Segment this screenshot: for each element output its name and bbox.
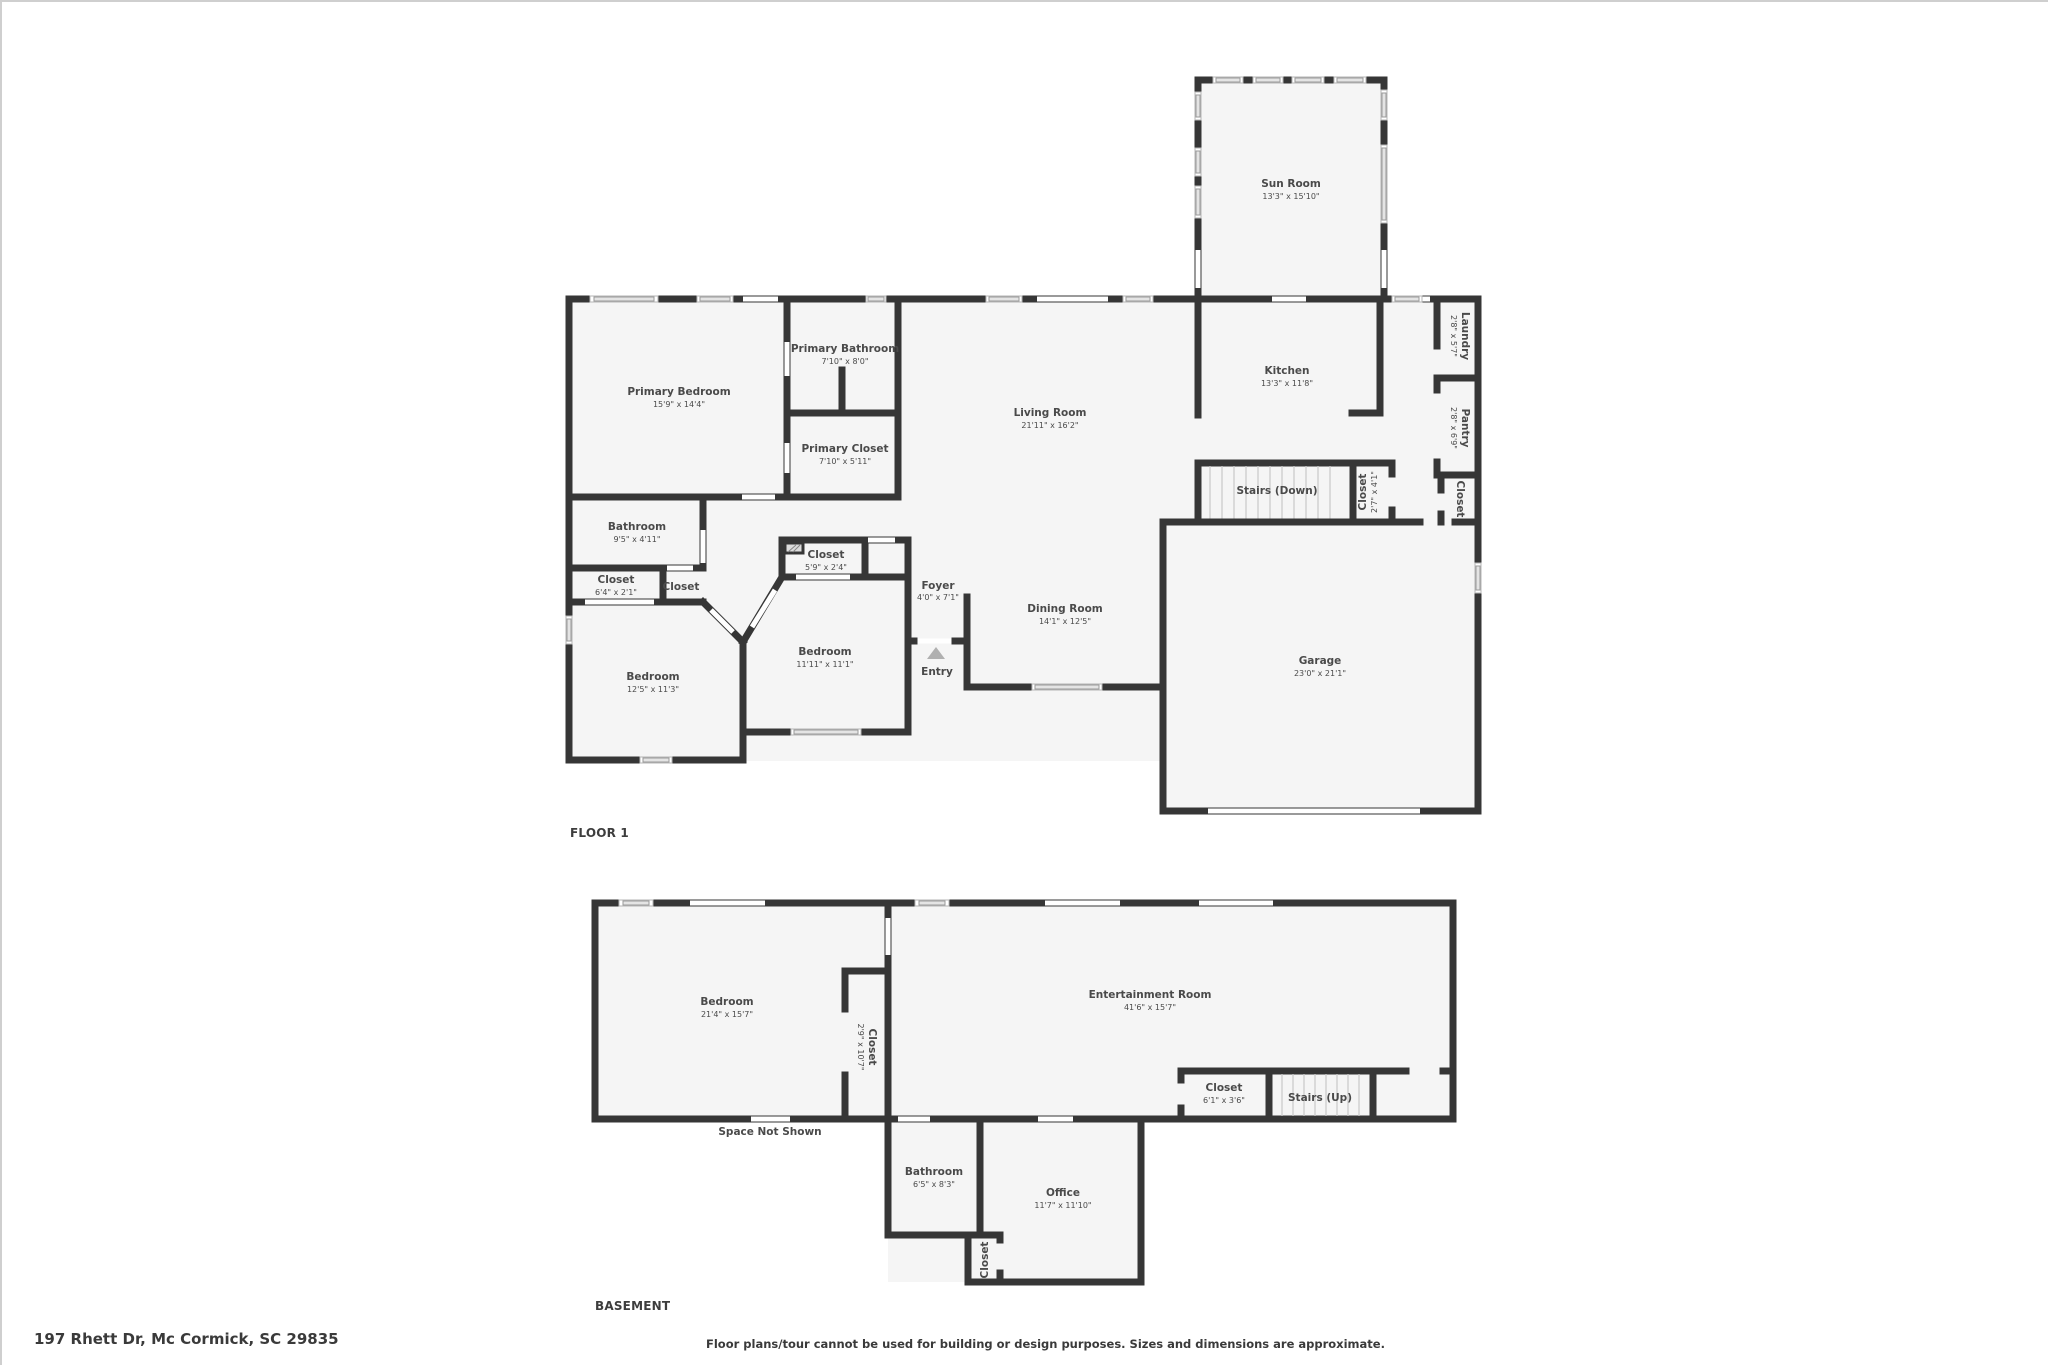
room-dims-kitchen: 13'3" x 11'8"	[1261, 379, 1313, 388]
room-name-living-room: Living Room	[1014, 407, 1087, 419]
room-name-garage: Garage	[1299, 655, 1342, 667]
room-name-entertainment-room: Entertainment Room	[1089, 989, 1212, 1001]
room-dims-garage: 23'0" x 21'1"	[1294, 669, 1346, 678]
floor-1-label: FLOOR 1	[570, 826, 629, 840]
room-dims-stair-closet: 2'7" x 4'1"	[1370, 471, 1379, 513]
room-name-kitchen: Kitchen	[1264, 365, 1309, 377]
room-name-basement-closet: Closet	[866, 1029, 878, 1066]
room-dims-bedroom-closet: 5'9" x 2'4"	[805, 563, 847, 572]
room-name-laundry: Laundry	[1459, 312, 1471, 360]
room-name-foyer: Foyer	[921, 580, 955, 592]
floor-1-plan	[565, 76, 1482, 815]
room-dims-sun-room: 13'3" x 15'10"	[1262, 192, 1319, 201]
room-name-stairs-up: Stairs (Up)	[1288, 1092, 1352, 1104]
room-dims-basement-bedroom: 21'4" x 15'7"	[701, 1010, 753, 1019]
room-name-primary-bedroom: Primary Bedroom	[627, 386, 730, 398]
room-name-bathroom: Bathroom	[608, 521, 666, 533]
room-dims-living-room: 21'11" x 16'2"	[1021, 421, 1078, 430]
room-name-dining-room: Dining Room	[1027, 603, 1103, 615]
room-dims-bathroom: 9'5" x 4'11"	[613, 535, 660, 544]
room-dims-hall-closet: 6'4" x 2'1"	[595, 588, 637, 597]
room-dims-primary-bathroom: 7'10" x 8'0"	[821, 357, 868, 366]
room-name-hall-closet: Closet	[598, 574, 635, 586]
room-name-stairs-down: Stairs (Down)	[1236, 485, 1317, 497]
room-dims-office: 11'7" x 11'10"	[1034, 1201, 1091, 1210]
room-name-bedroom-closet: Closet	[808, 549, 845, 561]
room-dims-bedroom-right: 11'11" x 11'1"	[796, 660, 853, 669]
room-dims-dining-room: 14'1" x 12'5"	[1039, 617, 1091, 626]
room-dims-foyer: 4'0" x 7'1"	[917, 593, 959, 602]
room-name-pantry: Pantry	[1459, 408, 1471, 447]
room-name-bedroom-right: Bedroom	[798, 646, 851, 658]
room-name-primary-closet: Primary Closet	[801, 443, 888, 455]
room-dims-laundry: 2'8" x 5'7"	[1449, 315, 1458, 357]
room-name-basement-bathroom: Bathroom	[905, 1166, 963, 1178]
room-name-small-closet: Closet	[663, 581, 700, 593]
room-dims-primary-closet: 7'10" x 5'11"	[819, 457, 871, 466]
room-dims-pantry: 2'8" x 6'9"	[1449, 407, 1458, 449]
room-dims-basement-stair-closet: 6'1" x 3'6"	[1203, 1096, 1245, 1105]
basement-label: BASEMENT	[595, 1299, 671, 1313]
room-name-office-closet: Closet	[979, 1242, 991, 1279]
room-name-basement-stair-closet: Closet	[1206, 1082, 1243, 1094]
room-name-stair-closet: Closet	[1357, 474, 1369, 511]
property-address: 197 Rhett Dr, Mc Cormick, SC 29835	[34, 1330, 339, 1348]
room-name-side-closet: Closet	[1454, 481, 1466, 518]
entry-label: Entry	[921, 666, 953, 678]
room-name-sun-room: Sun Room	[1261, 178, 1321, 190]
room-name-bedroom-left: Bedroom	[626, 671, 679, 683]
room-dims-basement-bathroom: 6'5" x 8'3"	[913, 1180, 955, 1189]
room-name-primary-bathroom: Primary Bathroom	[791, 343, 899, 355]
room-dims-bedroom-left: 12'5" x 11'3"	[627, 685, 679, 694]
basement-plan	[591, 899, 1457, 1286]
room-name-basement-bedroom: Bedroom	[700, 996, 753, 1008]
disclaimer: Floor plans/tour cannot be used for buil…	[706, 1337, 1385, 1351]
space-not-shown-note: Space Not Shown	[718, 1126, 821, 1138]
room-dims-entertainment-room: 41'6" x 15'7"	[1124, 1003, 1176, 1012]
room-dims-primary-bedroom: 15'9" x 14'4"	[653, 400, 705, 409]
room-name-office: Office	[1046, 1187, 1080, 1199]
room-dims-basement-closet: 2'9" x 10'7"	[856, 1023, 865, 1070]
